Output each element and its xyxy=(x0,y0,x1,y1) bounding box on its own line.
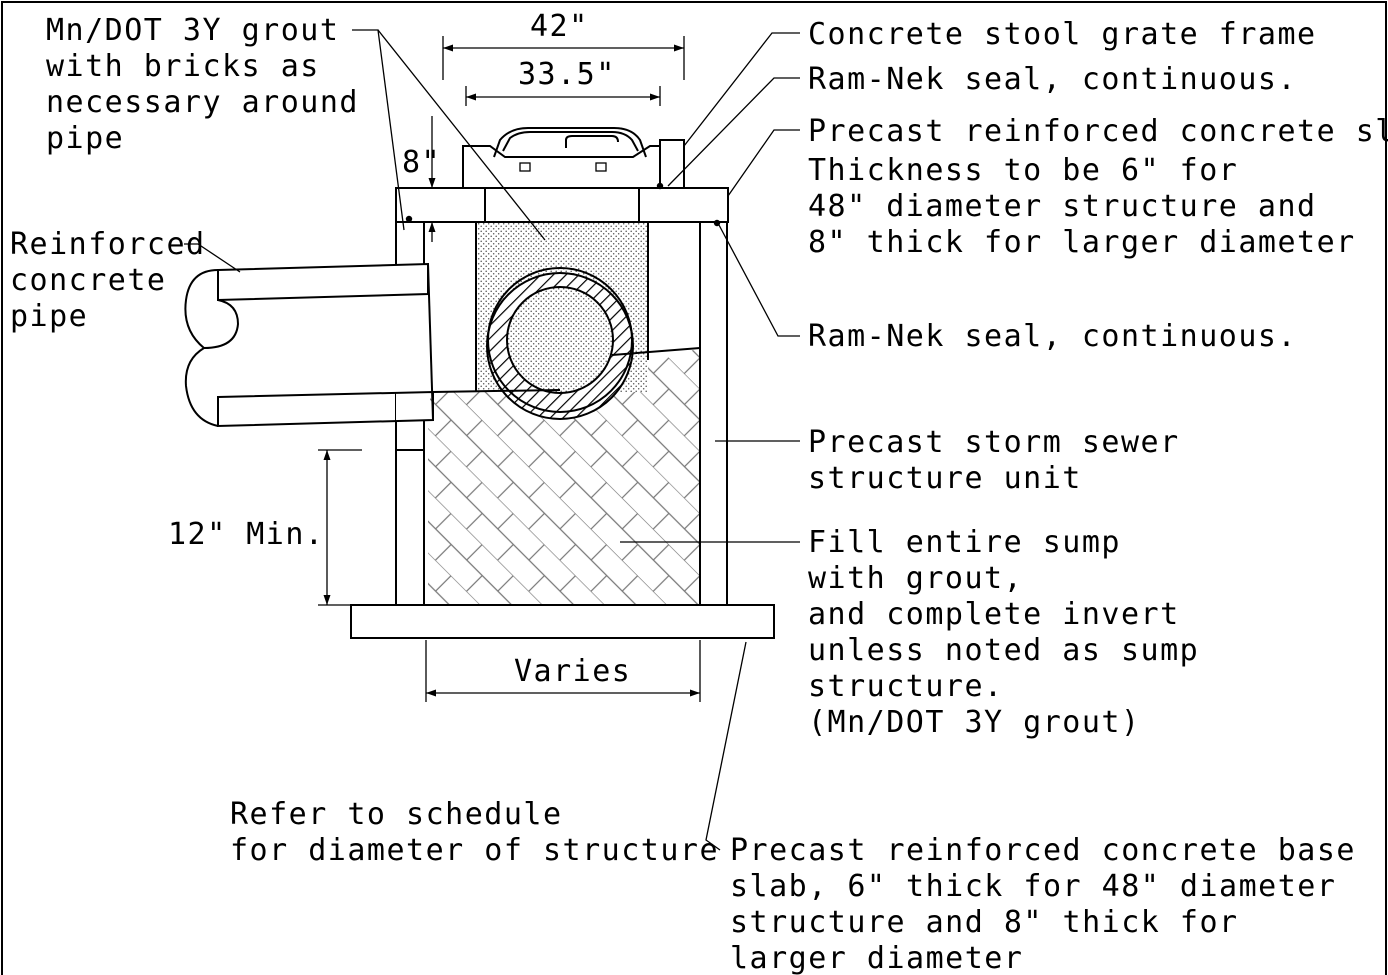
note-line: Fill entire sump xyxy=(808,525,1121,560)
dim-42-label: 42" xyxy=(530,9,589,44)
outlet-pipe-wall xyxy=(486,272,634,420)
note-pipe: Reinforced concrete pipe xyxy=(10,227,206,334)
note-line: necessary around xyxy=(46,85,359,120)
note-line: Thickness to be 6" for xyxy=(808,153,1238,188)
note-line: unless noted as sump xyxy=(808,633,1199,668)
note-line: Mn/DOT 3Y grout xyxy=(46,13,339,48)
note-line: with grout, xyxy=(808,561,1023,596)
note-line: Precast storm sewer xyxy=(808,425,1180,460)
note-line: 8" thick for larger diameter xyxy=(808,225,1356,260)
note-top-slab: Precast reinforced concrete slab Thickne… xyxy=(808,114,1388,260)
note-line: Concrete stool grate frame xyxy=(808,17,1317,52)
note-fill: Fill entire sump with grout, and complet… xyxy=(808,525,1199,740)
base-slab xyxy=(350,604,775,639)
leader-lines xyxy=(184,29,800,851)
dim-8-label: 8" xyxy=(402,145,441,180)
note-seal-side: Ram-Nek seal, continuous. xyxy=(808,319,1297,354)
note-line: Reinforced xyxy=(10,227,206,262)
note-line: (Mn/DOT 3Y grout) xyxy=(808,705,1141,740)
right-wall xyxy=(699,221,728,606)
sump-grout-fill xyxy=(428,348,700,604)
top-slab-right xyxy=(638,187,729,223)
dim-42 xyxy=(442,36,685,80)
note-line: and complete invert xyxy=(808,597,1180,632)
note-schedule: Refer to schedule for diameter of struct… xyxy=(230,797,719,868)
note-line: Precast reinforced concrete base xyxy=(730,833,1356,868)
note-line: Ram-Nek seal, continuous. xyxy=(808,62,1297,97)
note-base-slab: Precast reinforced concrete base slab, 6… xyxy=(730,833,1356,975)
note-line: structure. xyxy=(808,669,1004,704)
note-line: structure and 8" thick for xyxy=(730,905,1239,940)
top-slab-opening xyxy=(484,187,640,223)
dim-varies-label: Varies xyxy=(514,654,631,689)
note-grout-bricks: Mn/DOT 3Y grout with bricks as necessary… xyxy=(46,13,359,156)
note-line: structure unit xyxy=(808,461,1082,496)
note-line: with bricks as xyxy=(46,49,320,84)
dim-33 xyxy=(465,86,661,106)
note-line: pipe xyxy=(10,299,88,334)
note-line: Ram-Nek seal, continuous. xyxy=(808,319,1297,354)
note-seal-top: Ram-Nek seal, continuous. xyxy=(808,62,1297,97)
grate-frame xyxy=(462,127,685,188)
note-line: slab, 6" thick for 48" diameter xyxy=(730,869,1336,904)
dim-varies xyxy=(425,640,701,702)
note-line: for diameter of structure xyxy=(230,833,719,868)
note-line: concrete xyxy=(10,263,167,298)
inlet-pipe xyxy=(184,262,434,428)
seal-side-dot xyxy=(713,219,721,227)
left-wall xyxy=(395,449,425,606)
outlet-pipe-bore xyxy=(506,286,614,394)
note-line: pipe xyxy=(46,121,124,156)
dim-12min-label: 12" Min. xyxy=(168,517,325,552)
note-line: Refer to schedule xyxy=(230,797,563,832)
seal-top-dot xyxy=(656,182,664,190)
note-structure-unit: Precast storm sewer structure unit xyxy=(808,425,1180,496)
note-line: Precast reinforced concrete slab xyxy=(808,114,1388,149)
note-frame: Concrete stool grate frame xyxy=(808,17,1317,52)
note-line: larger diameter xyxy=(730,941,1023,975)
dim-12min xyxy=(318,449,362,606)
note-line: 48" diameter structure and xyxy=(808,189,1317,224)
dim-33-label: 33.5" xyxy=(518,57,616,92)
